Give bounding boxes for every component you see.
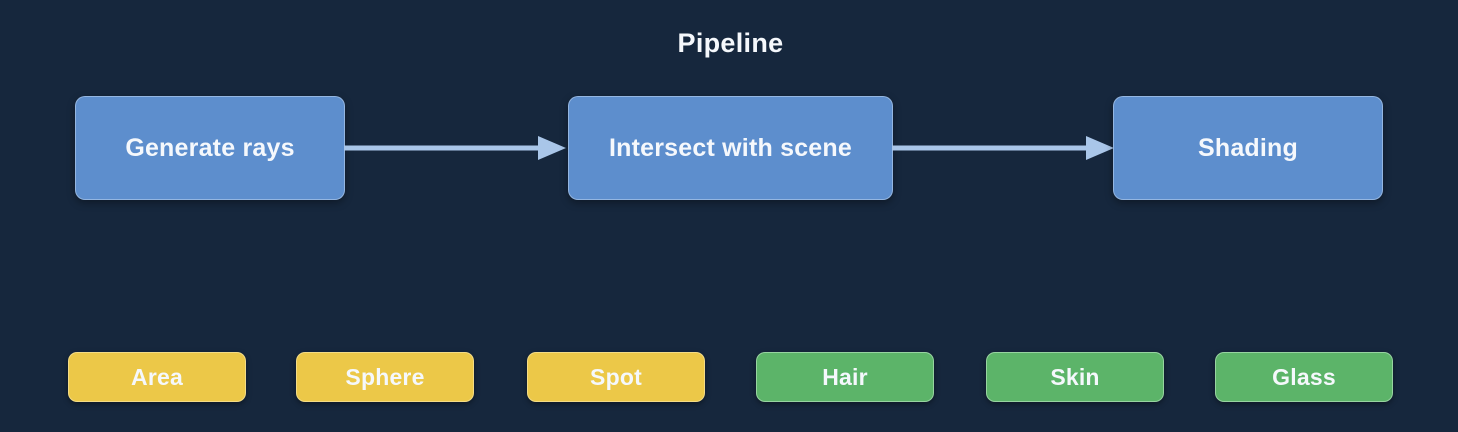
page-title: Pipeline [677, 28, 784, 58]
pipeline-node-intersect-with-scene: Intersect with scene [568, 96, 893, 200]
tag-label: Skin [1050, 363, 1100, 390]
tag-label: Spot [590, 363, 642, 390]
tag-hair: Hair [756, 352, 934, 402]
pipeline-node-label: Generate rays [125, 133, 295, 162]
pipeline-node-label: Intersect with scene [609, 133, 852, 162]
arrow-intersect-to-shading-icon [892, 136, 1114, 160]
tag-spot: Spot [527, 352, 705, 402]
tag-area: Area [68, 352, 246, 402]
tag-label: Area [131, 363, 183, 390]
pipeline-node-generate-rays: Generate rays [75, 96, 345, 200]
arrow-generate-to-intersect-icon [344, 136, 566, 160]
tag-glass: Glass [1215, 352, 1393, 402]
tag-skin: Skin [986, 352, 1164, 402]
tag-label: Glass [1272, 363, 1336, 390]
pipeline-node-label: Shading [1197, 133, 1298, 162]
tag-label: Hair [822, 363, 868, 390]
tag-label: Sphere [345, 363, 425, 390]
tag-sphere: Sphere [296, 352, 474, 402]
pipeline-node-shading: Shading [1113, 96, 1383, 200]
